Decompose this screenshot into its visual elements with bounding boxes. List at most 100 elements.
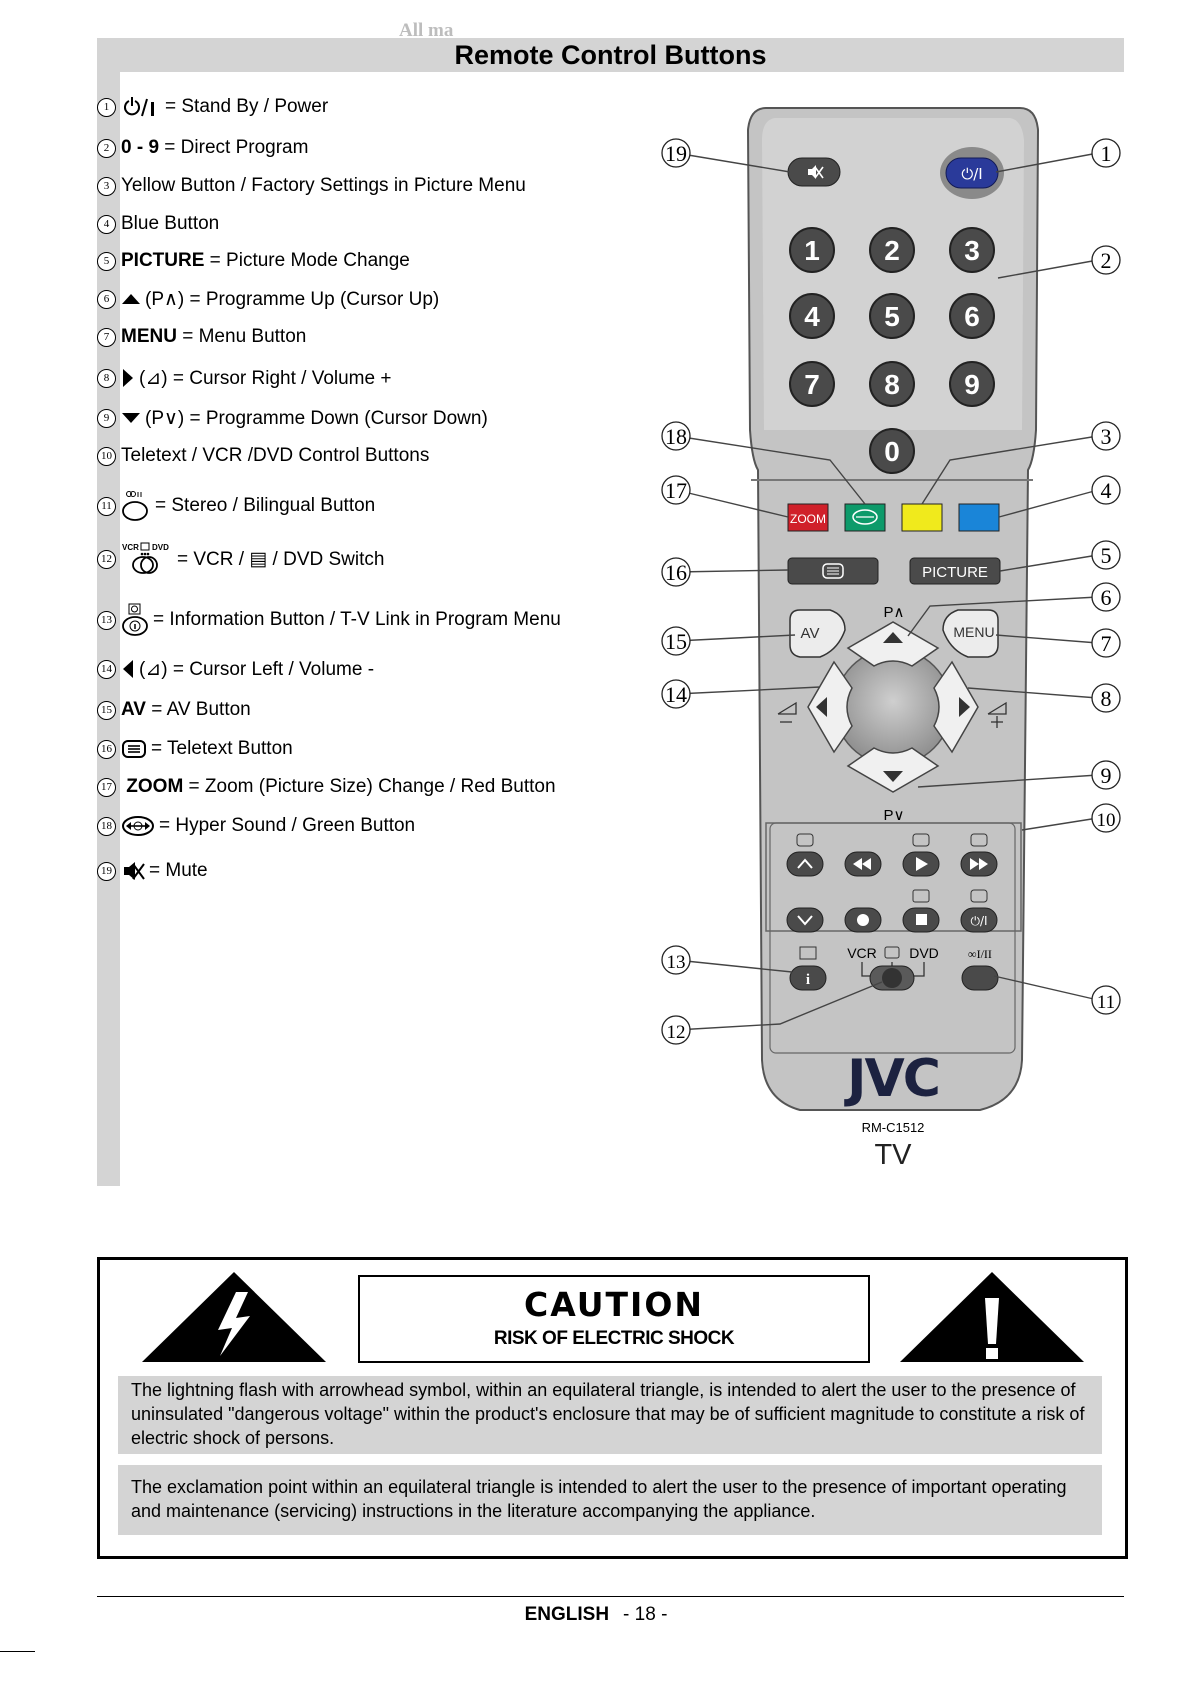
digit-label-6: 6 (964, 301, 980, 332)
lightning-warning-icon (142, 1272, 326, 1362)
legend-text: (P∨) = Programme Down (Cursor Down) (145, 407, 488, 429)
callout-line-12 (675, 981, 883, 1031)
callout-label-5: 5 (1101, 543, 1112, 568)
callout-label-2: 2 (1101, 248, 1112, 273)
legend-text: = Mute (149, 860, 208, 881)
transport-up-button[interactable] (786, 851, 824, 877)
callout-line-10 (1021, 817, 1099, 831)
legend-number: 11 (97, 496, 116, 516)
callout-label-13: 13 (667, 952, 686, 973)
callout-circle-6 (1091, 582, 1121, 612)
callout-line-11 (993, 975, 1099, 1001)
digit-button-4[interactable] (789, 293, 835, 339)
digit-button-6[interactable] (949, 293, 995, 339)
callout-label-14: 14 (665, 682, 687, 707)
legend-text: = VCR / ▤ / DVD Switch (177, 548, 385, 570)
legend-text: = Menu Button (176, 326, 307, 347)
dpad-down-button[interactable] (846, 747, 940, 793)
arrow-left-icon (121, 659, 135, 679)
digit-label-7: 7 (804, 369, 820, 400)
legend-text: = Information Button / T-V Link in Progr… (153, 609, 561, 630)
play-icon (916, 857, 928, 871)
callouts: 19 1 2 18 3 17 4 16 5 6 15 7 14 8 9 10 1… (661, 138, 1121, 1045)
menu-button[interactable] (942, 609, 999, 658)
legend-item-1: 1 = Stand By / Power (97, 92, 328, 122)
legend-text: = Direct Program (159, 137, 309, 158)
edge-mark (0, 1651, 35, 1652)
legend-text: Teletext / VCR /DVD Control Buttons (121, 445, 430, 466)
digit-button-2[interactable] (869, 227, 915, 273)
blue-button[interactable] (958, 503, 1000, 532)
av-button[interactable] (789, 609, 846, 658)
legend-text: Yellow Button / Factory Settings in Pict… (121, 175, 526, 196)
zoom-red-button[interactable] (787, 503, 829, 532)
callout-line-9 (917, 774, 1099, 788)
page-number: - 18 - (623, 1604, 668, 1625)
power-button[interactable] (945, 157, 999, 189)
digit-button-0[interactable] (869, 428, 915, 474)
legend-text: = Teletext Button (151, 738, 293, 759)
digit-button-7[interactable] (789, 361, 835, 407)
info-button[interactable] (789, 965, 827, 991)
callout-circle-9 (1091, 760, 1121, 790)
av-button-label: AV (801, 625, 820, 642)
transport-down-button[interactable] (786, 907, 824, 933)
digit-button-8[interactable] (869, 361, 915, 407)
callout-circle-3 (1091, 421, 1121, 451)
legend-item-3: 3 Yellow Button / Factory Settings in Pi… (97, 171, 526, 201)
chevron-up-icon (797, 858, 813, 869)
dpad-down-arrow-icon (883, 771, 903, 782)
digit-keypad: 1 2 3 4 5 6 7 8 9 0 (789, 227, 995, 474)
callout-label-16: 16 (665, 560, 687, 585)
record-icon (857, 914, 869, 926)
legend-text: = Zoom (Picture Size) Change / Red Butto… (183, 776, 556, 797)
callout-circle-7 (1091, 628, 1121, 658)
legend-number: 12 (97, 549, 116, 569)
callout-label-3: 3 (1101, 424, 1112, 449)
digit-label-0: 0 (884, 436, 900, 467)
callout-circle-11 (1091, 985, 1121, 1015)
picture-button-label: PICTURE (922, 564, 988, 581)
legend-number: 16 (97, 739, 116, 759)
legend-item-14: 14 (⊿) = Cursor Left / Volume - (97, 654, 374, 684)
callout-circle-16 (661, 557, 691, 587)
legend-item-9: 9 (P∨) = Programme Down (Cursor Down) (97, 403, 488, 433)
callout-circle-17 (661, 475, 691, 505)
dpad-right-button[interactable] (933, 660, 979, 754)
digit-label-8: 8 (884, 369, 900, 400)
callout-label-7: 7 (1101, 631, 1112, 656)
callout-circle-12 (661, 1015, 691, 1045)
callout-line-3 (921, 435, 1099, 505)
callout-line-16 (675, 569, 789, 573)
legend-number: 2 (97, 138, 116, 158)
digit-button-3[interactable] (949, 227, 995, 273)
digit-button-9[interactable] (949, 361, 995, 407)
legend-item-16: 16 = Teletext Button (97, 734, 293, 764)
info-icon (121, 603, 149, 637)
digit-button-1[interactable] (789, 227, 835, 273)
callout-label-15: 15 (665, 629, 687, 654)
dpad-center[interactable] (834, 648, 952, 766)
callout-label-6: 6 (1101, 585, 1112, 610)
volume-up-icon (987, 701, 1007, 728)
yellow-button[interactable] (901, 503, 943, 532)
callout-circle-18 (661, 421, 691, 451)
dpad-left-button[interactable] (807, 660, 853, 754)
callout-line-18 (675, 435, 866, 505)
stereo-button[interactable] (961, 965, 999, 991)
teletext-index-icon (970, 889, 988, 903)
legend-text: = Hyper Sound / Green Button (159, 815, 416, 836)
model-number: RM-C1512 (862, 1120, 925, 1135)
legend-item-18: 18 = Hyper Sound / Green Button (97, 811, 415, 841)
callout-label-10: 10 (1097, 810, 1116, 831)
callout-circle-8 (1091, 683, 1121, 713)
transport-standby-button[interactable] (960, 907, 998, 933)
dpad-up-button[interactable] (846, 621, 940, 667)
legend-item-19: 19 = Mute (97, 856, 208, 886)
teletext-icon (121, 739, 147, 759)
digit-button-5[interactable] (869, 293, 915, 339)
vcr-label: VCR (847, 945, 877, 961)
callout-line-2 (997, 259, 1099, 279)
